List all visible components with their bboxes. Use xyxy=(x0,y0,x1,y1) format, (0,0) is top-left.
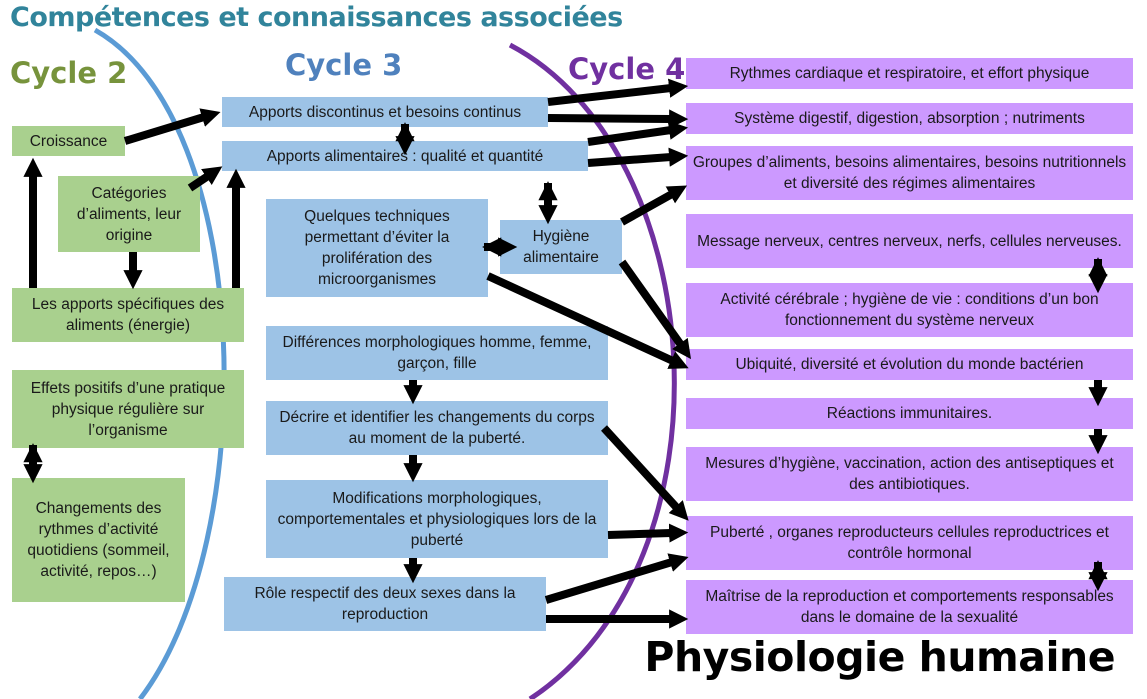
box-role-sexes: Rôle respectif des deux sexes dans la re… xyxy=(224,577,546,631)
footer-title: Physiologie humaine xyxy=(644,633,1115,681)
arrow-discontinus-to-digestif xyxy=(547,109,689,129)
box-modifications-puberte: Modifications morphologiques, comporteme… xyxy=(266,480,608,558)
arrow-techniques-to-ubiquite xyxy=(486,272,689,369)
box-groupes-aliments: Groupes d’aliments, besoins alimentaires… xyxy=(686,146,1133,200)
box-changements-rythmes: Changements des rythmes d’activité quoti… xyxy=(12,478,185,602)
box-hygiene-alimentaire: Hygiène alimentaire xyxy=(500,220,622,274)
arrow-hygiene-to-ubiquite xyxy=(618,259,692,360)
box-effets-positifs: Effets positifs d’une pratique physique … xyxy=(12,370,244,448)
arrow-modifications-to-puberte xyxy=(607,523,689,543)
page-title: Compétences et connaissances associées xyxy=(10,2,623,33)
box-systeme-digestif: Système digestif, digestion, absorption … xyxy=(686,103,1133,134)
box-apports-discontinus: Apports discontinus et besoins continus xyxy=(222,97,548,127)
arrow-decrire-to-puberte xyxy=(601,425,689,521)
box-puberte-organes: Puberté , organes reproducteurs cellules… xyxy=(686,516,1133,570)
box-categories-aliments: Catégories d’aliments, leur origine xyxy=(58,176,200,252)
box-decrire-puberte: Décrire et identifier les changements du… xyxy=(266,401,608,455)
arrow-categories-to-alimentaires xyxy=(187,166,223,192)
arrow-role-to-puberte xyxy=(544,553,689,604)
arrow-alimentaires-to-digestif xyxy=(587,120,689,146)
box-message-nerveux: Message nerveux, centres nerveux, nerfs,… xyxy=(686,214,1133,268)
box-techniques-microorganismes: Quelques techniques permettant d’éviter … xyxy=(266,199,488,297)
box-mesures-hygiene: Mesures d’hygiène, vaccination, action d… xyxy=(686,447,1133,501)
cycle3-label: Cycle 3 xyxy=(285,48,403,82)
arrow-alimentaires-to-groupes xyxy=(587,147,689,167)
arrow-hygiene-to-groupes xyxy=(620,185,688,226)
box-rythmes-cardiaque: Rythmes cardiaque et respiratoire, et ef… xyxy=(686,58,1133,89)
box-croissance: Croissance xyxy=(12,126,125,156)
box-maitrise-reproduction: Maîtrise de la reproduction et comportem… xyxy=(686,580,1133,634)
arrow-croissance-to-discontinus xyxy=(123,108,221,145)
box-differences-morphologiques: Différences morphologiques homme, femme,… xyxy=(266,326,608,380)
box-apports-specifiques: Les apports spécifiques des aliments (én… xyxy=(12,288,244,342)
box-activite-cerebrale: Activité cérébrale ; hygiène de vie : co… xyxy=(686,283,1133,337)
cycle2-label: Cycle 2 xyxy=(10,56,128,90)
box-reactions-immunitaires: Réactions immunitaires. xyxy=(686,398,1133,429)
box-ubiquite-bacterien: Ubiquité, diversité et évolution du mond… xyxy=(686,349,1133,380)
arrow-discontinus-to-rythmes xyxy=(547,78,689,106)
cycle4-label: Cycle 4 xyxy=(568,52,686,86)
